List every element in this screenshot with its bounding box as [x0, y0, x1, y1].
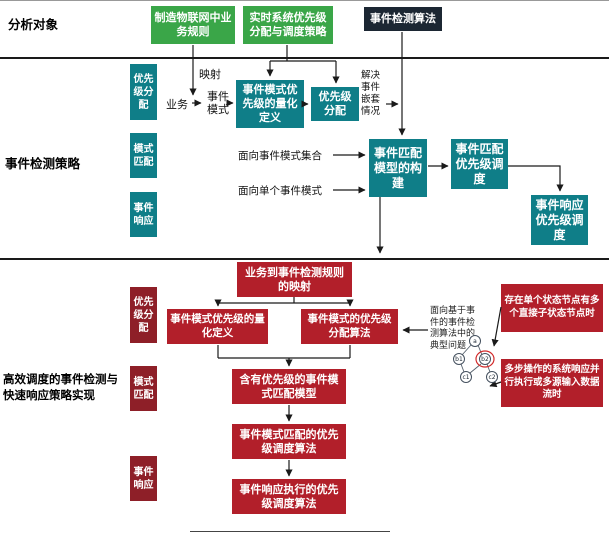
label-typical-problem: 面向基于事件的事件检测算法中的典型问题 — [430, 306, 476, 352]
side-label-event-response-mid: 事件响应 — [130, 192, 157, 237]
box-response-priority-schedule: 事件响应优先级调度 — [531, 195, 588, 245]
graph-node-c1 — [460, 371, 472, 383]
graph-node-b1 — [453, 353, 465, 365]
graph-node-b2-label: b2 — [481, 356, 489, 363]
box-response-schedule-algorithm: 事件响应执行的优先级调度算法 — [232, 479, 346, 514]
label-solve-nesting: 解决事件嵌套情况 — [361, 70, 381, 117]
section-divider-2 — [0, 258, 609, 260]
box-rule-mapping: 业务到事件检测规则的映射 — [237, 262, 352, 297]
graph-node-b2 — [479, 353, 491, 365]
section-label-analysis-objects: 分析对象 — [8, 17, 59, 32]
section-divider-1 — [0, 57, 609, 59]
graph-node-b1-label: b1 — [455, 356, 463, 363]
box-priority-allocation-mid: 优先级分配 — [311, 87, 359, 121]
side-label-pattern-matching-bot: 模式匹配 — [130, 366, 157, 411]
section-label-implementation: 高效调度的事件检测与快速响应策略实现 — [3, 372, 118, 402]
side-label-pattern-matching-mid: 模式匹配 — [130, 133, 157, 178]
graph-node-c1-label: c1 — [462, 374, 469, 381]
box-match-model-construction: 事件匹配模型的构建 — [369, 139, 427, 197]
label-event-pattern: 事件模式 — [207, 90, 229, 117]
label-pattern-set: 面向事件模式集合 — [238, 150, 322, 162]
label-mapping: 映射 — [199, 68, 221, 81]
box-priority-assign-algorithm: 事件模式的优先级分配算法 — [301, 309, 398, 344]
box-quantify-definition: 事件模式优先级的量化定义 — [167, 309, 268, 344]
box-event-detection-algorithm: 事件检测算法 — [364, 7, 442, 31]
graph-node-c2-label: c2 — [488, 374, 495, 381]
note-single-state-node: 存在单个状态节点有多个直接子状态节点时 — [501, 284, 603, 332]
box-pattern-priority-quantify-mid: 事件模式优先级的量化定义 — [236, 80, 304, 128]
box-priority-match-model: 含有优先级的事件模式匹配模型 — [232, 369, 346, 404]
box-match-priority-schedule: 事件匹配优先级调度 — [451, 139, 508, 189]
box-match-schedule-algorithm: 事件模式匹配的优先级调度算法 — [232, 424, 346, 459]
caption-rule-line — [190, 531, 390, 532]
graph-node-c2 — [486, 371, 498, 383]
highlight-ring — [475, 350, 495, 368]
side-label-priority-allocation-mid: 优先级分配 — [130, 64, 157, 120]
note-multi-step-parallel: 多步操作的系统响应并行执行或多源输入数据流时 — [501, 359, 603, 407]
label-business: 业务 — [166, 98, 188, 111]
side-label-priority-allocation-bot: 优先级分配 — [130, 287, 157, 343]
label-single-pattern: 面向单个事件模式 — [238, 185, 322, 197]
box-business-rules: 制造物联网中业务规则 — [151, 6, 235, 44]
section-label-detection-strategy: 事件检测策略 — [5, 156, 81, 171]
side-label-event-response-bot: 事件响应 — [130, 456, 157, 501]
top-border-line — [0, 0, 609, 1]
box-realtime-priority-strategy: 实时系统优先级分配与调度策略 — [243, 6, 333, 44]
